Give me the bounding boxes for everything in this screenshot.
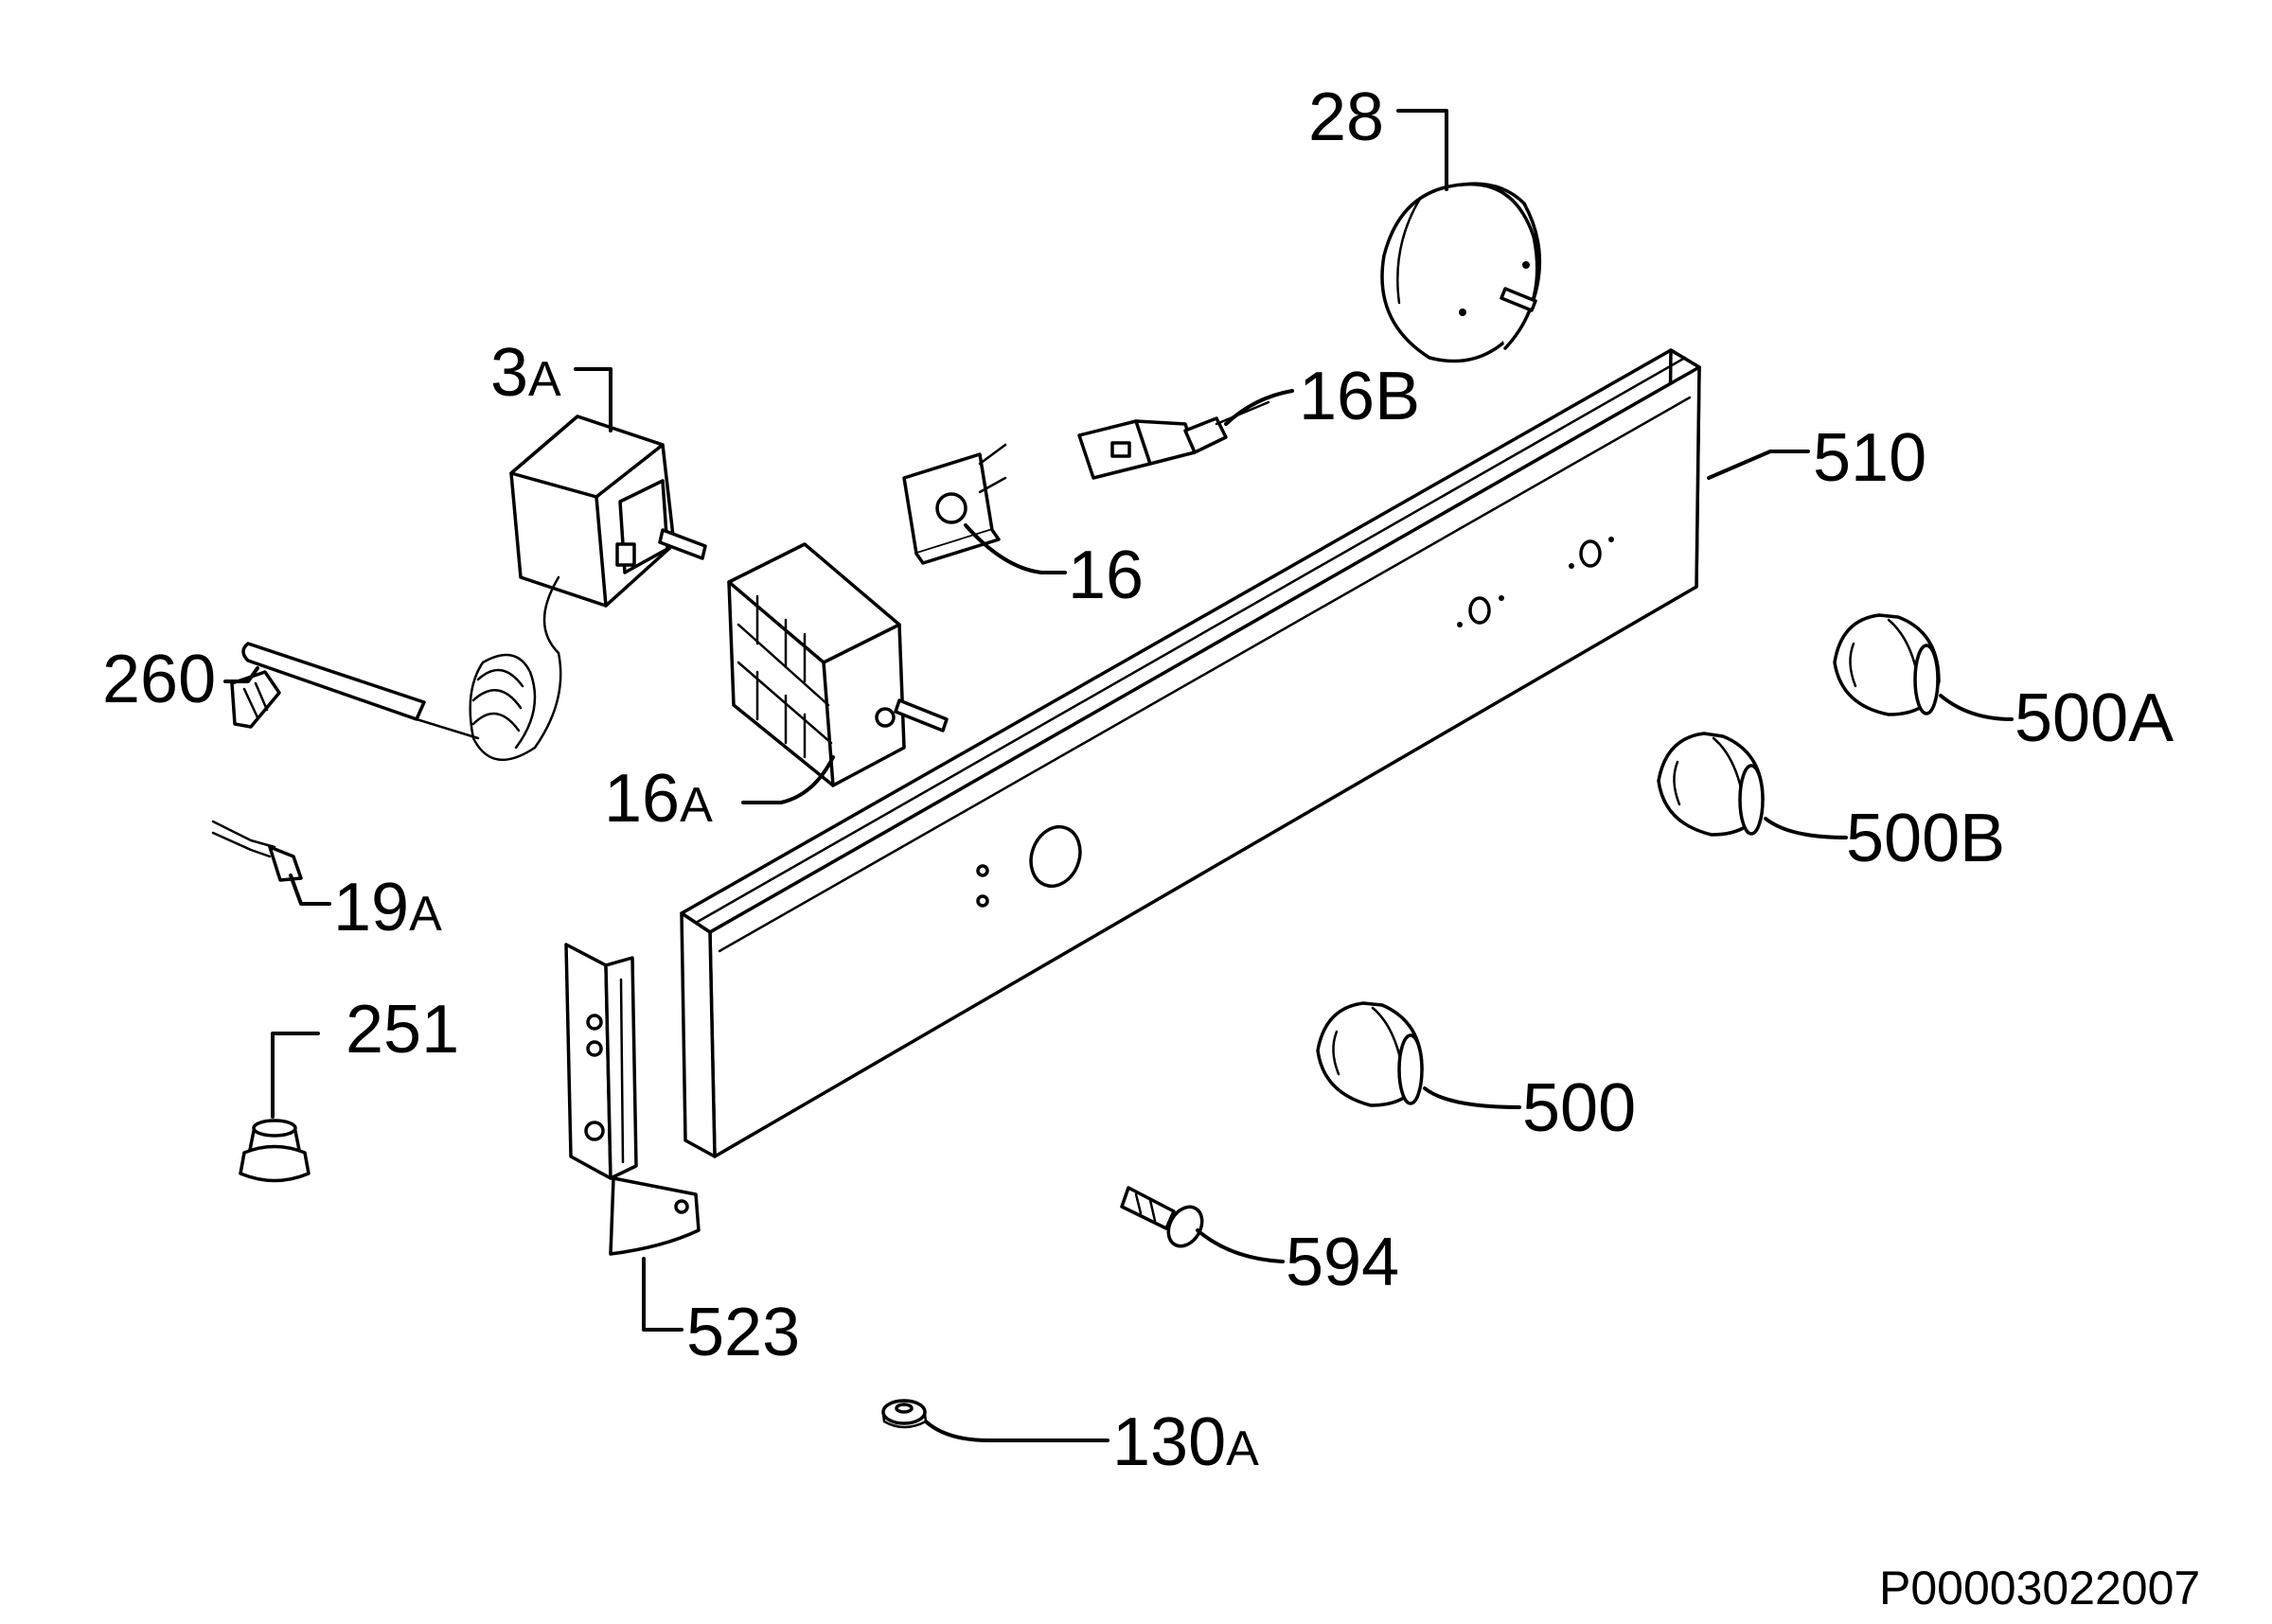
part-3a-thermostat	[241, 415, 707, 762]
part-594-pushbutton	[1120, 1186, 1204, 1248]
leader-523	[642, 1257, 683, 1332]
part-500-knob	[1316, 1001, 1424, 1107]
part-16-switch	[902, 443, 1007, 565]
part-130a-washer	[881, 1399, 928, 1429]
leader-500a	[1939, 694, 2014, 721]
label-16: 16	[1068, 538, 1144, 613]
label-3a-main: 3A	[490, 335, 561, 411]
label-500: 500	[1522, 1070, 1636, 1146]
label-500a: 500A	[2015, 680, 2174, 756]
label-500b: 500B	[1846, 801, 2005, 876]
part-260-clip	[230, 670, 281, 729]
leader-500b	[1764, 817, 1848, 839]
label-16a: 16A	[604, 761, 713, 837]
leader-594	[1196, 1228, 1285, 1263]
label-19a: 19A	[333, 870, 442, 945]
label-523: 523	[686, 1295, 800, 1370]
label-260: 260	[102, 642, 216, 717]
leader-28	[1396, 109, 1448, 191]
leader-16	[964, 523, 1067, 574]
leader-510	[1707, 450, 1810, 480]
leader-16a	[741, 755, 835, 804]
label-251: 251	[346, 992, 459, 1068]
leader-16b	[1224, 389, 1294, 426]
label-130a: 130A	[1112, 1404, 1259, 1480]
leader-19a	[289, 874, 331, 906]
label-16b: 16B	[1299, 359, 1420, 434]
part-510-control-panel	[680, 348, 1701, 1158]
part-500b-knob	[1657, 732, 1765, 837]
leader-500	[1423, 1086, 1521, 1109]
reference-code: P00003022007	[1879, 1562, 2200, 1615]
leader-3a	[574, 367, 612, 432]
label-510: 510	[1813, 420, 1926, 496]
part-523-bracket	[564, 943, 701, 1256]
part-28-timer	[1380, 182, 1542, 363]
part-500a-knob	[1833, 613, 1941, 716]
part-16a-selector	[727, 542, 949, 787]
leader-260	[223, 666, 259, 683]
label-28: 28	[1308, 79, 1384, 155]
part-16b-switch	[1077, 400, 1270, 480]
leader-251	[271, 1032, 320, 1119]
part-19a-lamp	[211, 820, 303, 882]
label-594: 594	[1286, 1225, 1399, 1300]
leader-130a	[924, 1420, 1109, 1442]
part-251-foot	[239, 1119, 311, 1183]
